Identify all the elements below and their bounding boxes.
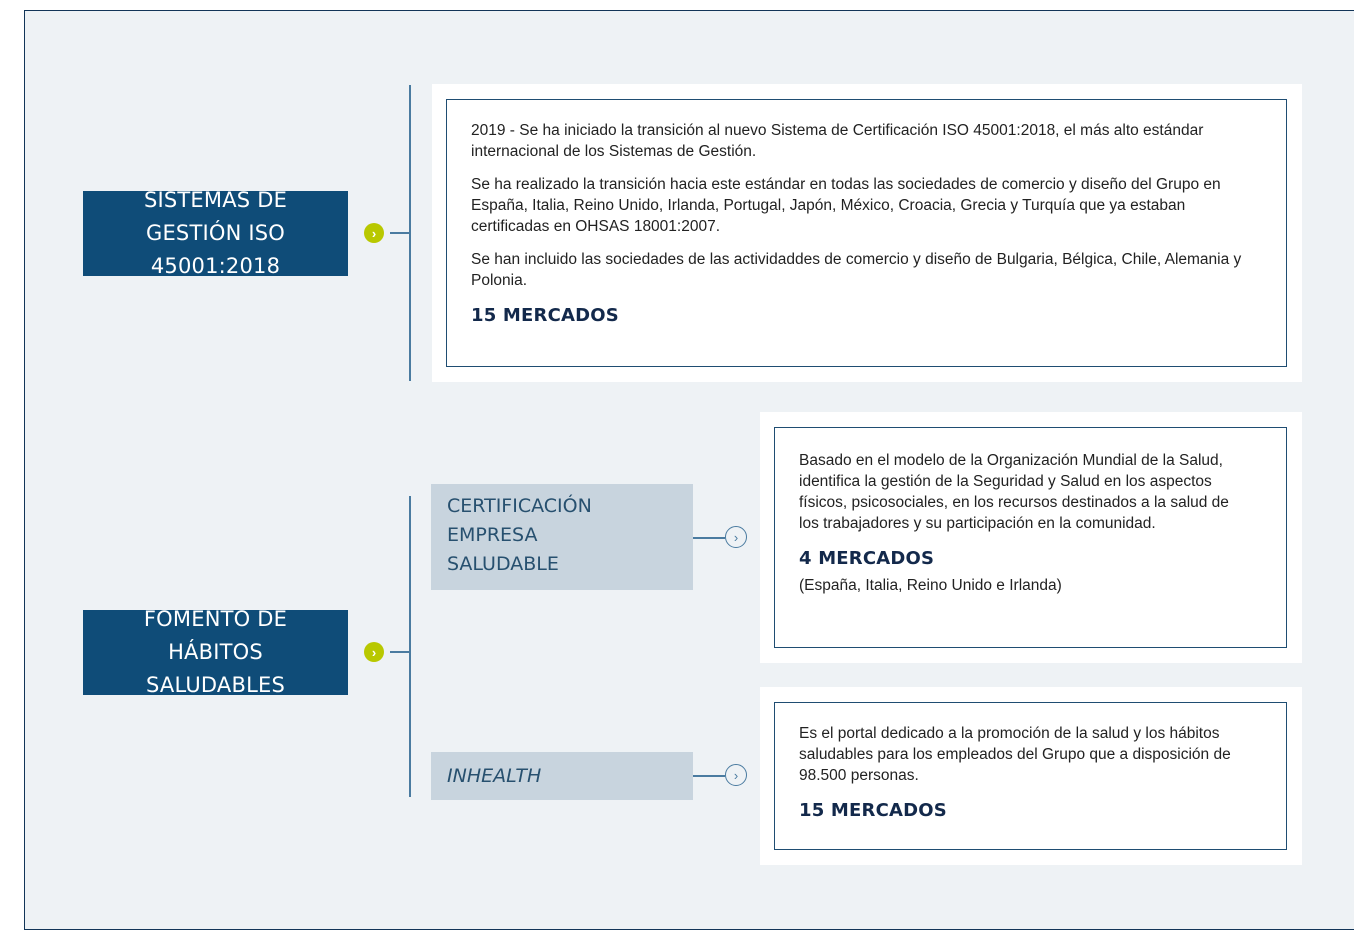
iso-title-box: SISTEMAS DE GESTIÓN ISO 45001:2018 [83, 188, 348, 278]
certification-label-box: CERTIFICACIÓN EMPRESA SALUDABLE [431, 484, 693, 590]
iso-vertical-line [409, 85, 411, 381]
habits-title-box: FOMENTO DE HÁBITOS SALUDABLES [83, 607, 348, 697]
certification-label-line-1: CERTIFICACIÓN [447, 495, 592, 517]
iso-connector-line [390, 232, 410, 234]
chevron-right-icon: › [364, 642, 384, 662]
habits-title: FOMENTO DE HÁBITOS SALUDABLES [143, 607, 288, 697]
inhealth-markets: 15 MERCADOS [799, 800, 947, 821]
habits-vertical-line [409, 496, 411, 797]
certification-markets: 4 MERCADOS [799, 548, 935, 569]
certification-description: Basado en el modelo de la Organización M… [799, 452, 1229, 532]
inhealth-card: Es el portal dedicado a la promoción de … [774, 702, 1287, 850]
iso-paragraph-2: Se ha realizado la transición hacia este… [471, 176, 1221, 235]
certification-label-line-2: EMPRESA [447, 524, 538, 546]
iso-markets: 15 MERCADOS [471, 305, 619, 326]
iso-card: 2019 - Se ha iniciado la transición al n… [446, 99, 1287, 367]
inhealth-connector-line [693, 775, 725, 777]
iso-paragraph-3: Se han incluido las sociedades de las ac… [471, 251, 1242, 289]
habits-connector-line [390, 651, 410, 653]
chevron-right-circle-icon: › [725, 764, 747, 786]
chevron-right-circle-icon: › [725, 526, 747, 548]
certification-label-line-3: SALUDABLE [447, 553, 559, 575]
inhealth-label-box: INHEALTH [431, 752, 693, 800]
chevron-right-icon: › [364, 223, 384, 243]
inhealth-label: INHEALTH [447, 764, 542, 787]
certification-markets-note: (España, Italia, Reino Unido e Irlanda) [799, 577, 1062, 594]
iso-title: SISTEMAS DE GESTIÓN ISO 45001:2018 [143, 188, 288, 278]
certification-connector-line [693, 537, 725, 539]
iso-paragraph-1: 2019 - Se ha iniciado la transición al n… [471, 122, 1204, 160]
certification-card: Basado en el modelo de la Organización M… [774, 427, 1287, 648]
inhealth-description: Es el portal dedicado a la promoción de … [799, 725, 1231, 784]
